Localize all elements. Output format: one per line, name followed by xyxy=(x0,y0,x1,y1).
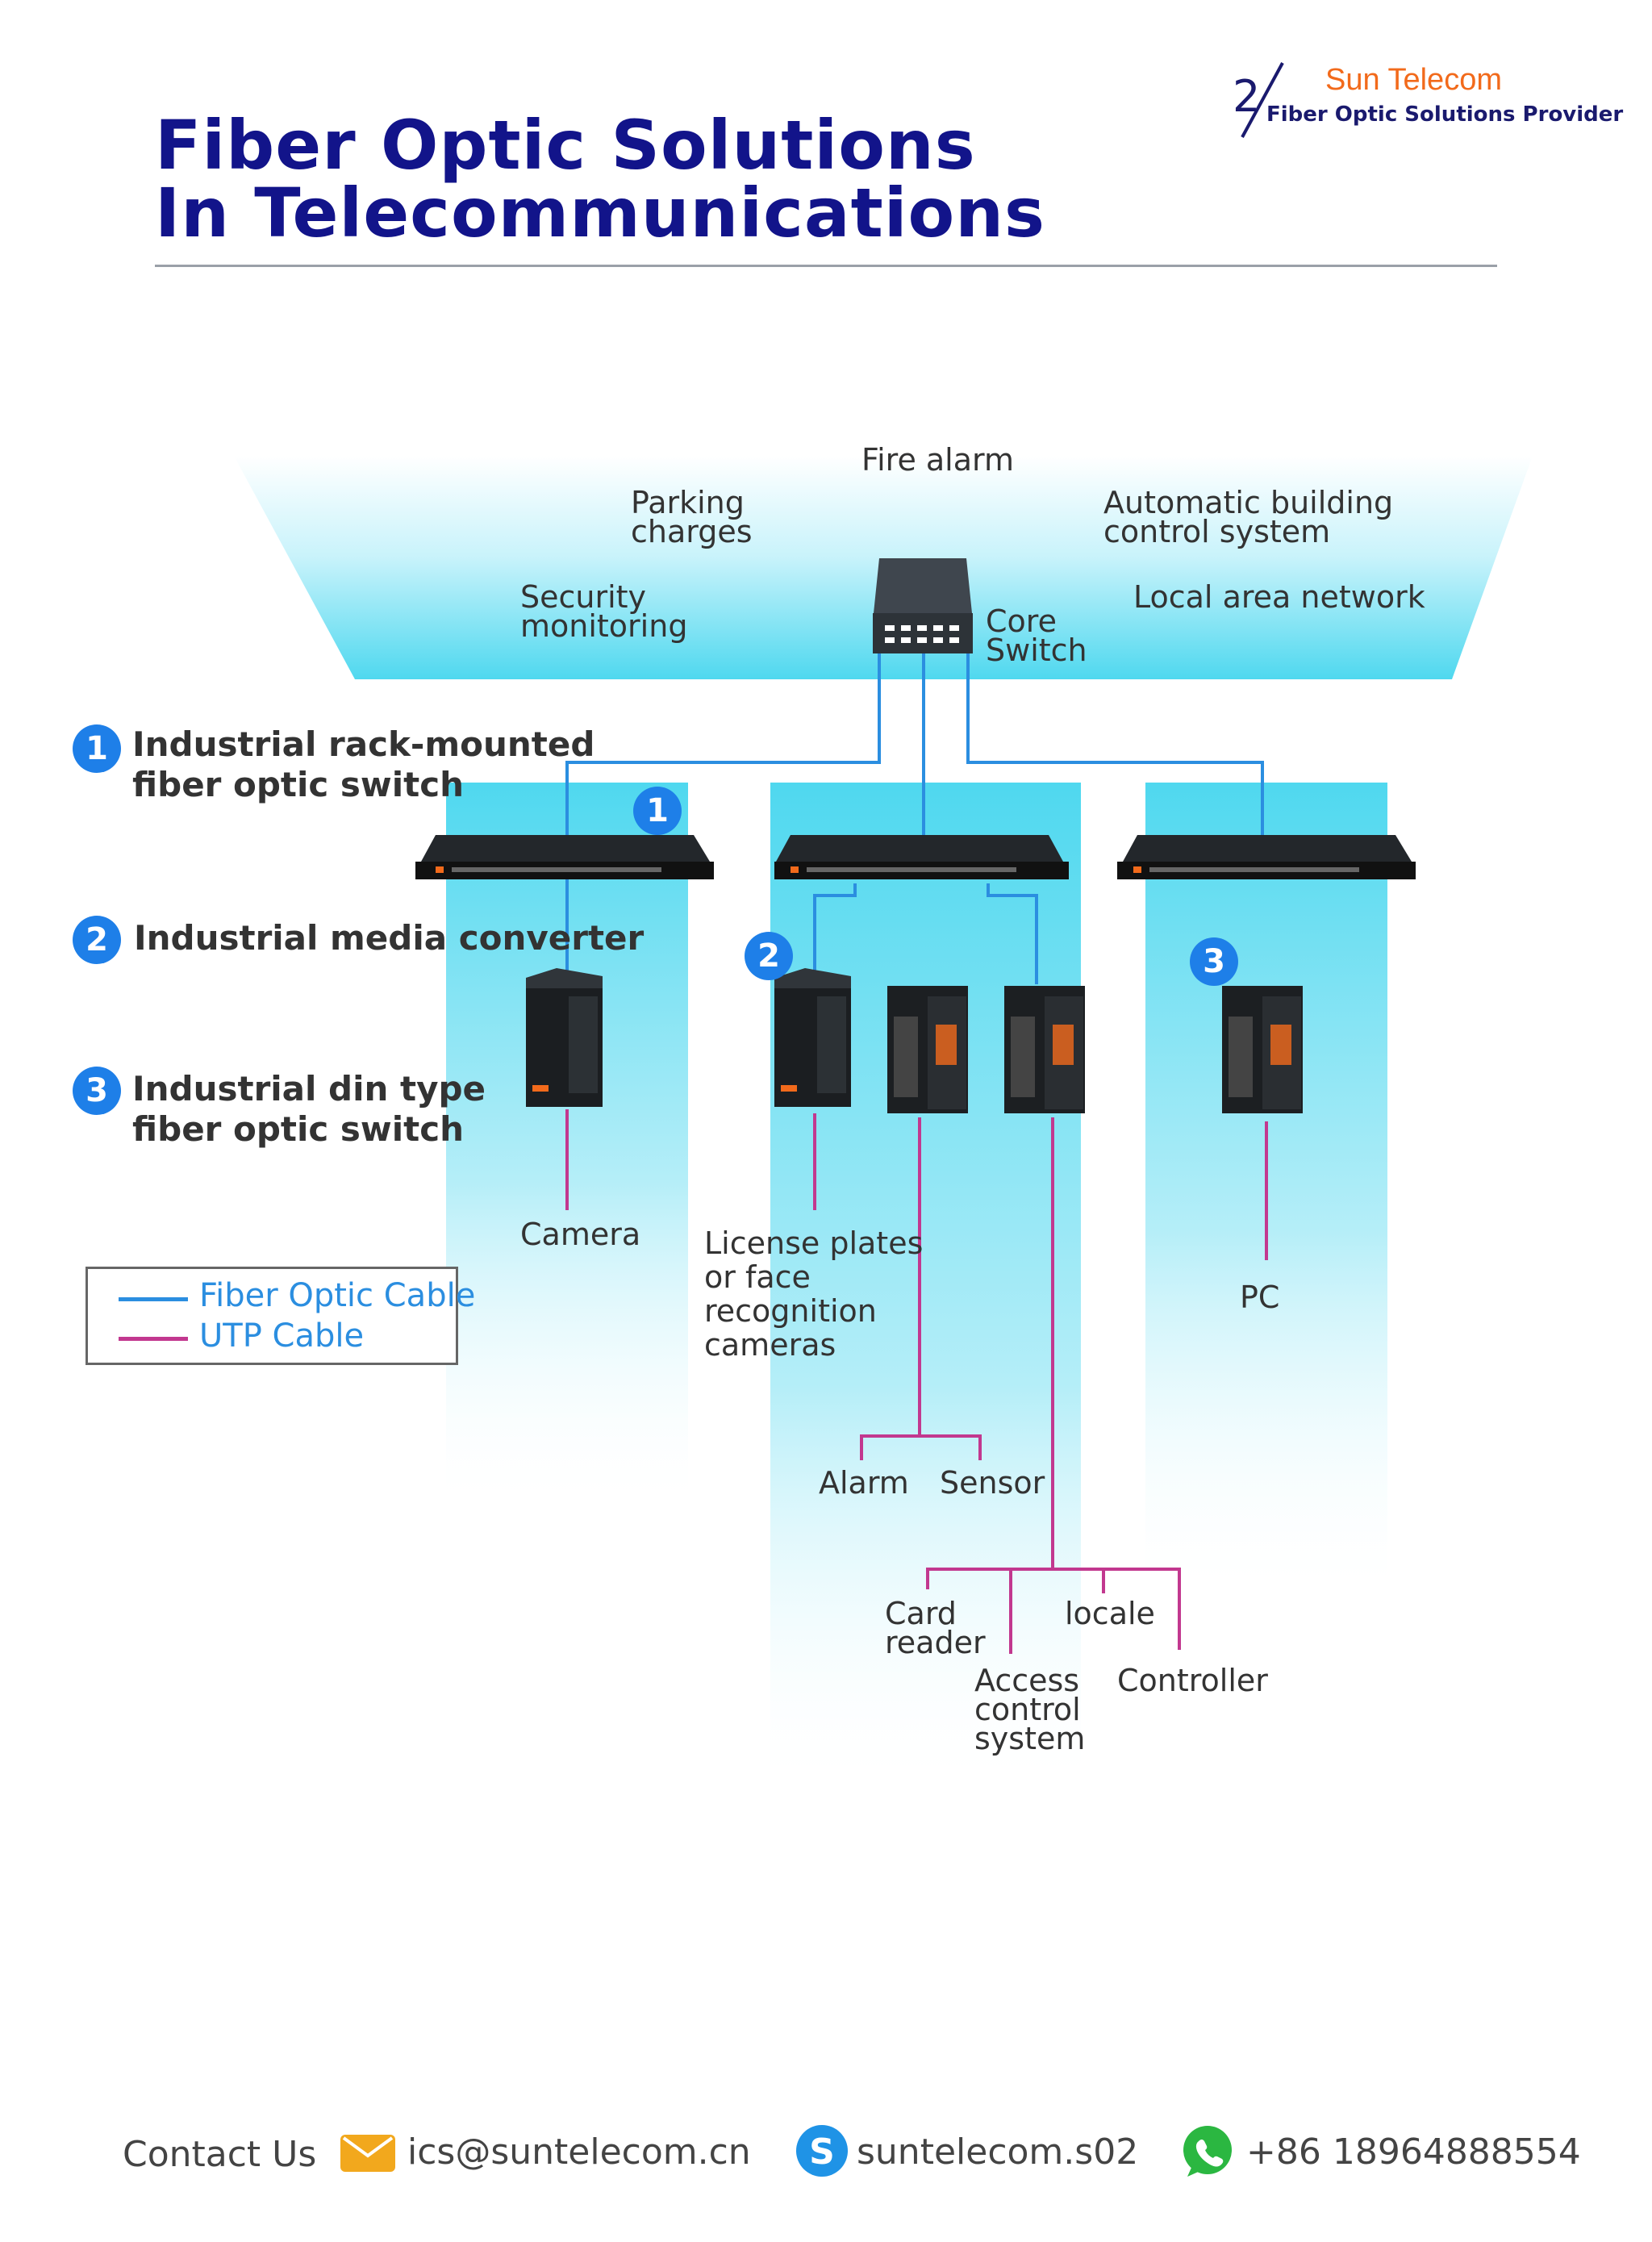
din-switch-3-icon xyxy=(1222,986,1303,1113)
legend-item-media-converter: Industrial media converter xyxy=(134,918,644,958)
legend-line: fiber optic switch xyxy=(132,765,464,804)
email-link[interactable]: ics@suntelecom.cn xyxy=(407,2131,751,2173)
din-switch-1-icon xyxy=(887,986,968,1113)
utp-cable-swatch xyxy=(119,1337,188,1341)
label-parking-line: charges xyxy=(631,514,753,549)
legend-item-din-switch: Industrial din type fiber optic switch xyxy=(132,1069,486,1150)
label-card-line: Card xyxy=(885,1596,957,1631)
brand-tagline: Fiber Optic Solutions Provider xyxy=(1266,102,1624,127)
label-access-line: control xyxy=(974,1692,1081,1727)
utp-cable-label: UTP Cable xyxy=(199,1317,365,1355)
utp-cables xyxy=(565,1109,1268,1654)
contact-label: Contact Us xyxy=(123,2134,317,2175)
label-card-line: reader xyxy=(885,1625,986,1660)
label-core-line: Core xyxy=(986,603,1057,639)
label-license-line: License plates xyxy=(704,1225,924,1261)
label-alarm: Alarm xyxy=(819,1465,909,1501)
din-switch-2-icon xyxy=(1004,986,1085,1113)
brand-name: Sun Telecom xyxy=(1325,63,1502,97)
label-automatic-line: Automatic building xyxy=(1103,485,1394,520)
svg-text:S: S xyxy=(809,2131,835,2173)
rack-switch-right-icon xyxy=(1117,835,1416,879)
label-access-line: Access xyxy=(974,1663,1080,1698)
skype-link[interactable]: suntelecom.s02 xyxy=(857,2131,1139,2173)
email-icon xyxy=(340,2135,395,2172)
legend-line: fiber optic switch xyxy=(132,1109,464,1149)
core-switch-icon xyxy=(873,558,973,653)
label-automatic-line: control system xyxy=(1103,514,1331,549)
label-sensor: Sensor xyxy=(940,1465,1045,1501)
fiber-cable-label: Fiber Optic Cable xyxy=(199,1277,476,1314)
label-camera: Camera xyxy=(520,1217,641,1252)
legend-line: Industrial din type xyxy=(132,1069,486,1108)
legend-line: Industrial rack-mounted xyxy=(132,724,595,764)
label-fire-alarm: Fire alarm xyxy=(861,442,1014,478)
page-title: Fiber Optic Solutions In Telecommunicati… xyxy=(155,111,1045,247)
label-license-line: or face xyxy=(704,1259,811,1295)
title-line-2: In Telecommunications xyxy=(155,173,1046,253)
diagram-badge-2: 2 xyxy=(745,932,793,980)
label-security-line: Security xyxy=(520,579,647,615)
cable-legend: Fiber Optic Cable UTP Cable xyxy=(86,1267,475,1365)
label-core-line: Switch xyxy=(986,633,1087,668)
legend-badge-1: 1 xyxy=(73,724,121,773)
label-access-line: system xyxy=(974,1721,1086,1756)
fiber-cable-swatch xyxy=(119,1297,188,1301)
brand-logo-icon xyxy=(1241,62,1284,138)
label-controller: Controller xyxy=(1117,1663,1268,1698)
title-divider xyxy=(155,265,1497,267)
legend-badge-3: 3 xyxy=(73,1067,121,1115)
label-access-control: Access control system xyxy=(974,1663,1086,1756)
label-automatic: Automatic building control system xyxy=(1103,485,1394,549)
legend-line: Industrial media converter xyxy=(134,918,645,958)
label-core-switch: Core Switch xyxy=(986,603,1087,668)
rack-switch-middle-icon xyxy=(774,835,1069,879)
label-locale: locale xyxy=(1065,1596,1155,1631)
diagram-badge-3: 3 xyxy=(1190,937,1238,986)
rack-switch-left-icon xyxy=(415,835,714,879)
media-converter-left-icon xyxy=(526,968,603,1107)
title-line-1: Fiber Optic Solutions xyxy=(155,106,976,185)
label-license-line: recognition xyxy=(704,1293,877,1329)
label-parking: Parking charges xyxy=(631,485,753,549)
legend-badge-2: 2 xyxy=(73,916,121,964)
label-security-line: monitoring xyxy=(520,608,688,644)
media-converter-middle-icon xyxy=(774,968,851,1107)
label-card-reader: Card reader xyxy=(885,1596,986,1660)
label-license-plates: License plates or face recognition camer… xyxy=(704,1226,923,1362)
label-pc: PC xyxy=(1240,1280,1280,1315)
label-security: Security monitoring xyxy=(520,582,687,641)
whatsapp-icon xyxy=(1183,2126,1232,2177)
fiber-cables xyxy=(565,653,1264,984)
phone-link[interactable]: +86 18964888554 xyxy=(1246,2131,1581,2173)
svg-text:2: 2 xyxy=(1233,71,1260,122)
legend-item-rack-switch: Industrial rack-mounted fiber optic swit… xyxy=(132,724,594,805)
skype-icon: S xyxy=(796,2125,848,2177)
diagram-badge-1: 1 xyxy=(633,787,682,835)
label-license-line: cameras xyxy=(704,1327,836,1363)
label-parking-line: Parking xyxy=(631,485,745,520)
label-lan: Local area network xyxy=(1133,579,1425,615)
column-middle xyxy=(770,783,1081,1791)
